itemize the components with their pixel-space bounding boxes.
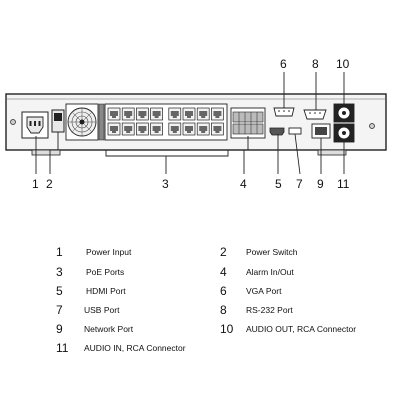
chassis-foot-right (317, 149, 347, 156)
poe-port-icon (150, 107, 163, 121)
leader-line-2 (49, 132, 59, 174)
power-input-socket-icon (21, 111, 49, 139)
poe-port-icon (121, 107, 135, 121)
audio-in-rca-icon (333, 123, 355, 143)
rs232-port-icon (303, 109, 327, 120)
poe-port-icon (211, 107, 224, 121)
leader-line-7 (294, 133, 301, 175)
legend-num: 9 (56, 322, 63, 336)
legend-num: 3 (56, 265, 63, 279)
chassis-foot-left (31, 149, 61, 156)
legend: 1 Power Input 2 Power Switch 3 PoE Ports… (0, 240, 400, 360)
network-port-icon (311, 123, 331, 139)
legend-label: AUDIO OUT, RCA Connector (246, 324, 357, 334)
leader-line-4 (243, 136, 249, 174)
vga-port-icon (273, 107, 295, 117)
cooling-fan-icon (65, 103, 99, 141)
poe-port-icon (168, 122, 182, 136)
audio-out-rca-icon (333, 103, 355, 123)
poe-ports-block (104, 103, 228, 141)
hdmi-port-icon (269, 127, 285, 136)
callout-3: 3 (162, 177, 169, 191)
callout-6: 6 (280, 57, 287, 71)
poe-port-icon (211, 122, 224, 136)
legend-label: AUDIO IN, RCA Connector (84, 343, 186, 353)
poe-port-icon (121, 122, 135, 136)
leader-line-3 (105, 150, 229, 157)
legend-num: 2 (220, 245, 227, 259)
legend-num: 6 (220, 284, 227, 298)
poe-port-icon (150, 122, 163, 136)
legend-num: 7 (56, 303, 63, 317)
legend-num: 1 (56, 245, 63, 259)
legend-label: Network Port (84, 324, 134, 334)
callout-4: 4 (240, 177, 247, 191)
poe-port-icon (182, 122, 196, 136)
legend-label: RS-232 Port (246, 305, 293, 315)
legend-num: 10 (220, 322, 234, 336)
poe-port-icon (196, 122, 210, 136)
poe-port-icon (136, 122, 149, 136)
legend-label: Alarm In/Out (246, 267, 294, 277)
legend-label: USB Port (84, 305, 120, 315)
legend-label: Power Input (86, 247, 132, 257)
power-switch-icon (51, 109, 65, 133)
callout-10: 10 (336, 57, 350, 71)
poe-port-icon (136, 107, 149, 121)
legend-num: 8 (220, 303, 227, 317)
poe-port-icon (168, 107, 182, 121)
callout-8: 8 (312, 57, 319, 71)
poe-port-icon (196, 107, 210, 121)
callout-11: 11 (337, 177, 350, 191)
model-label-strip (98, 103, 105, 141)
callout-9: 9 (317, 177, 324, 191)
alarm-terminal-icon (230, 107, 266, 139)
legend-label: Power Switch (246, 247, 298, 257)
legend-label: VGA Port (246, 286, 282, 296)
legend-label: PoE Ports (86, 267, 125, 277)
poe-port-icon (107, 107, 121, 121)
nvr-rear-panel-diagram: 1 2 3 4 5 6 7 8 9 10 11 (5, 57, 387, 191)
legend-num: 5 (56, 284, 63, 298)
screw-right-icon (369, 123, 375, 129)
callout-7: 7 (296, 177, 303, 191)
legend-num: 11 (56, 341, 69, 355)
poe-port-icon (182, 107, 196, 121)
legend-num: 4 (220, 265, 227, 279)
legend-label: HDMI Port (86, 286, 126, 296)
poe-port-icon (107, 122, 121, 136)
callout-2: 2 (46, 177, 53, 191)
callout-5: 5 (275, 177, 282, 191)
callout-1: 1 (32, 177, 39, 191)
usb-port-icon (288, 127, 302, 135)
screw-left-icon (10, 119, 16, 125)
